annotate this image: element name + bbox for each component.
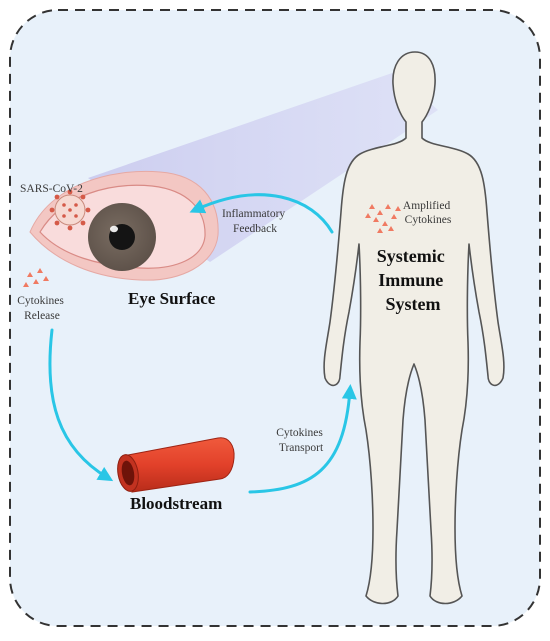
flow-arrows [48,193,357,494]
systemic-line1: Systemic [377,246,445,266]
bloodstream-label: Bloodstream [130,494,222,513]
blood-vessel-icon [117,437,235,493]
inflammatory-feedback-label: Inflammatory Feedback [222,208,288,235]
cytokines-release-label: Cytokines Release [17,295,67,322]
cytokines-transport-line2: Transport [279,442,324,454]
virus-icon [49,189,91,231]
systemic-line3: System [386,294,441,314]
virus-label: SARS-CoV-2 [20,183,83,195]
cytokine-dots-icon [365,204,401,233]
inflammatory-feedback-line1: Inflammatory [222,208,285,220]
arrow-cytokines-release [48,328,114,482]
cytokines-release-line2: Release [24,310,60,322]
cytokines-transport-line1: Cytokines [276,427,323,439]
amplified-line1: Amplified [403,200,451,212]
amplified-line2: Cytokines [405,214,452,226]
cytokines-transport-label: Cytokines Transport [276,427,326,454]
amplified-cytokines-label: Amplified Cytokines [403,200,453,226]
human-body-icon [323,51,505,605]
systemic-line2: Immune [378,270,443,290]
arrow-cytokines-transport [248,384,357,494]
arrow-inflammatory-feedback [189,193,334,234]
cytokines-release-line1: Cytokines [17,295,64,307]
cytokine-dots-icon [23,268,49,287]
systemic-immune-system-label: Systemic Immune System [377,246,449,314]
eye-surface-label: Eye Surface [128,289,216,308]
inflammatory-feedback-line2: Feedback [233,223,277,235]
